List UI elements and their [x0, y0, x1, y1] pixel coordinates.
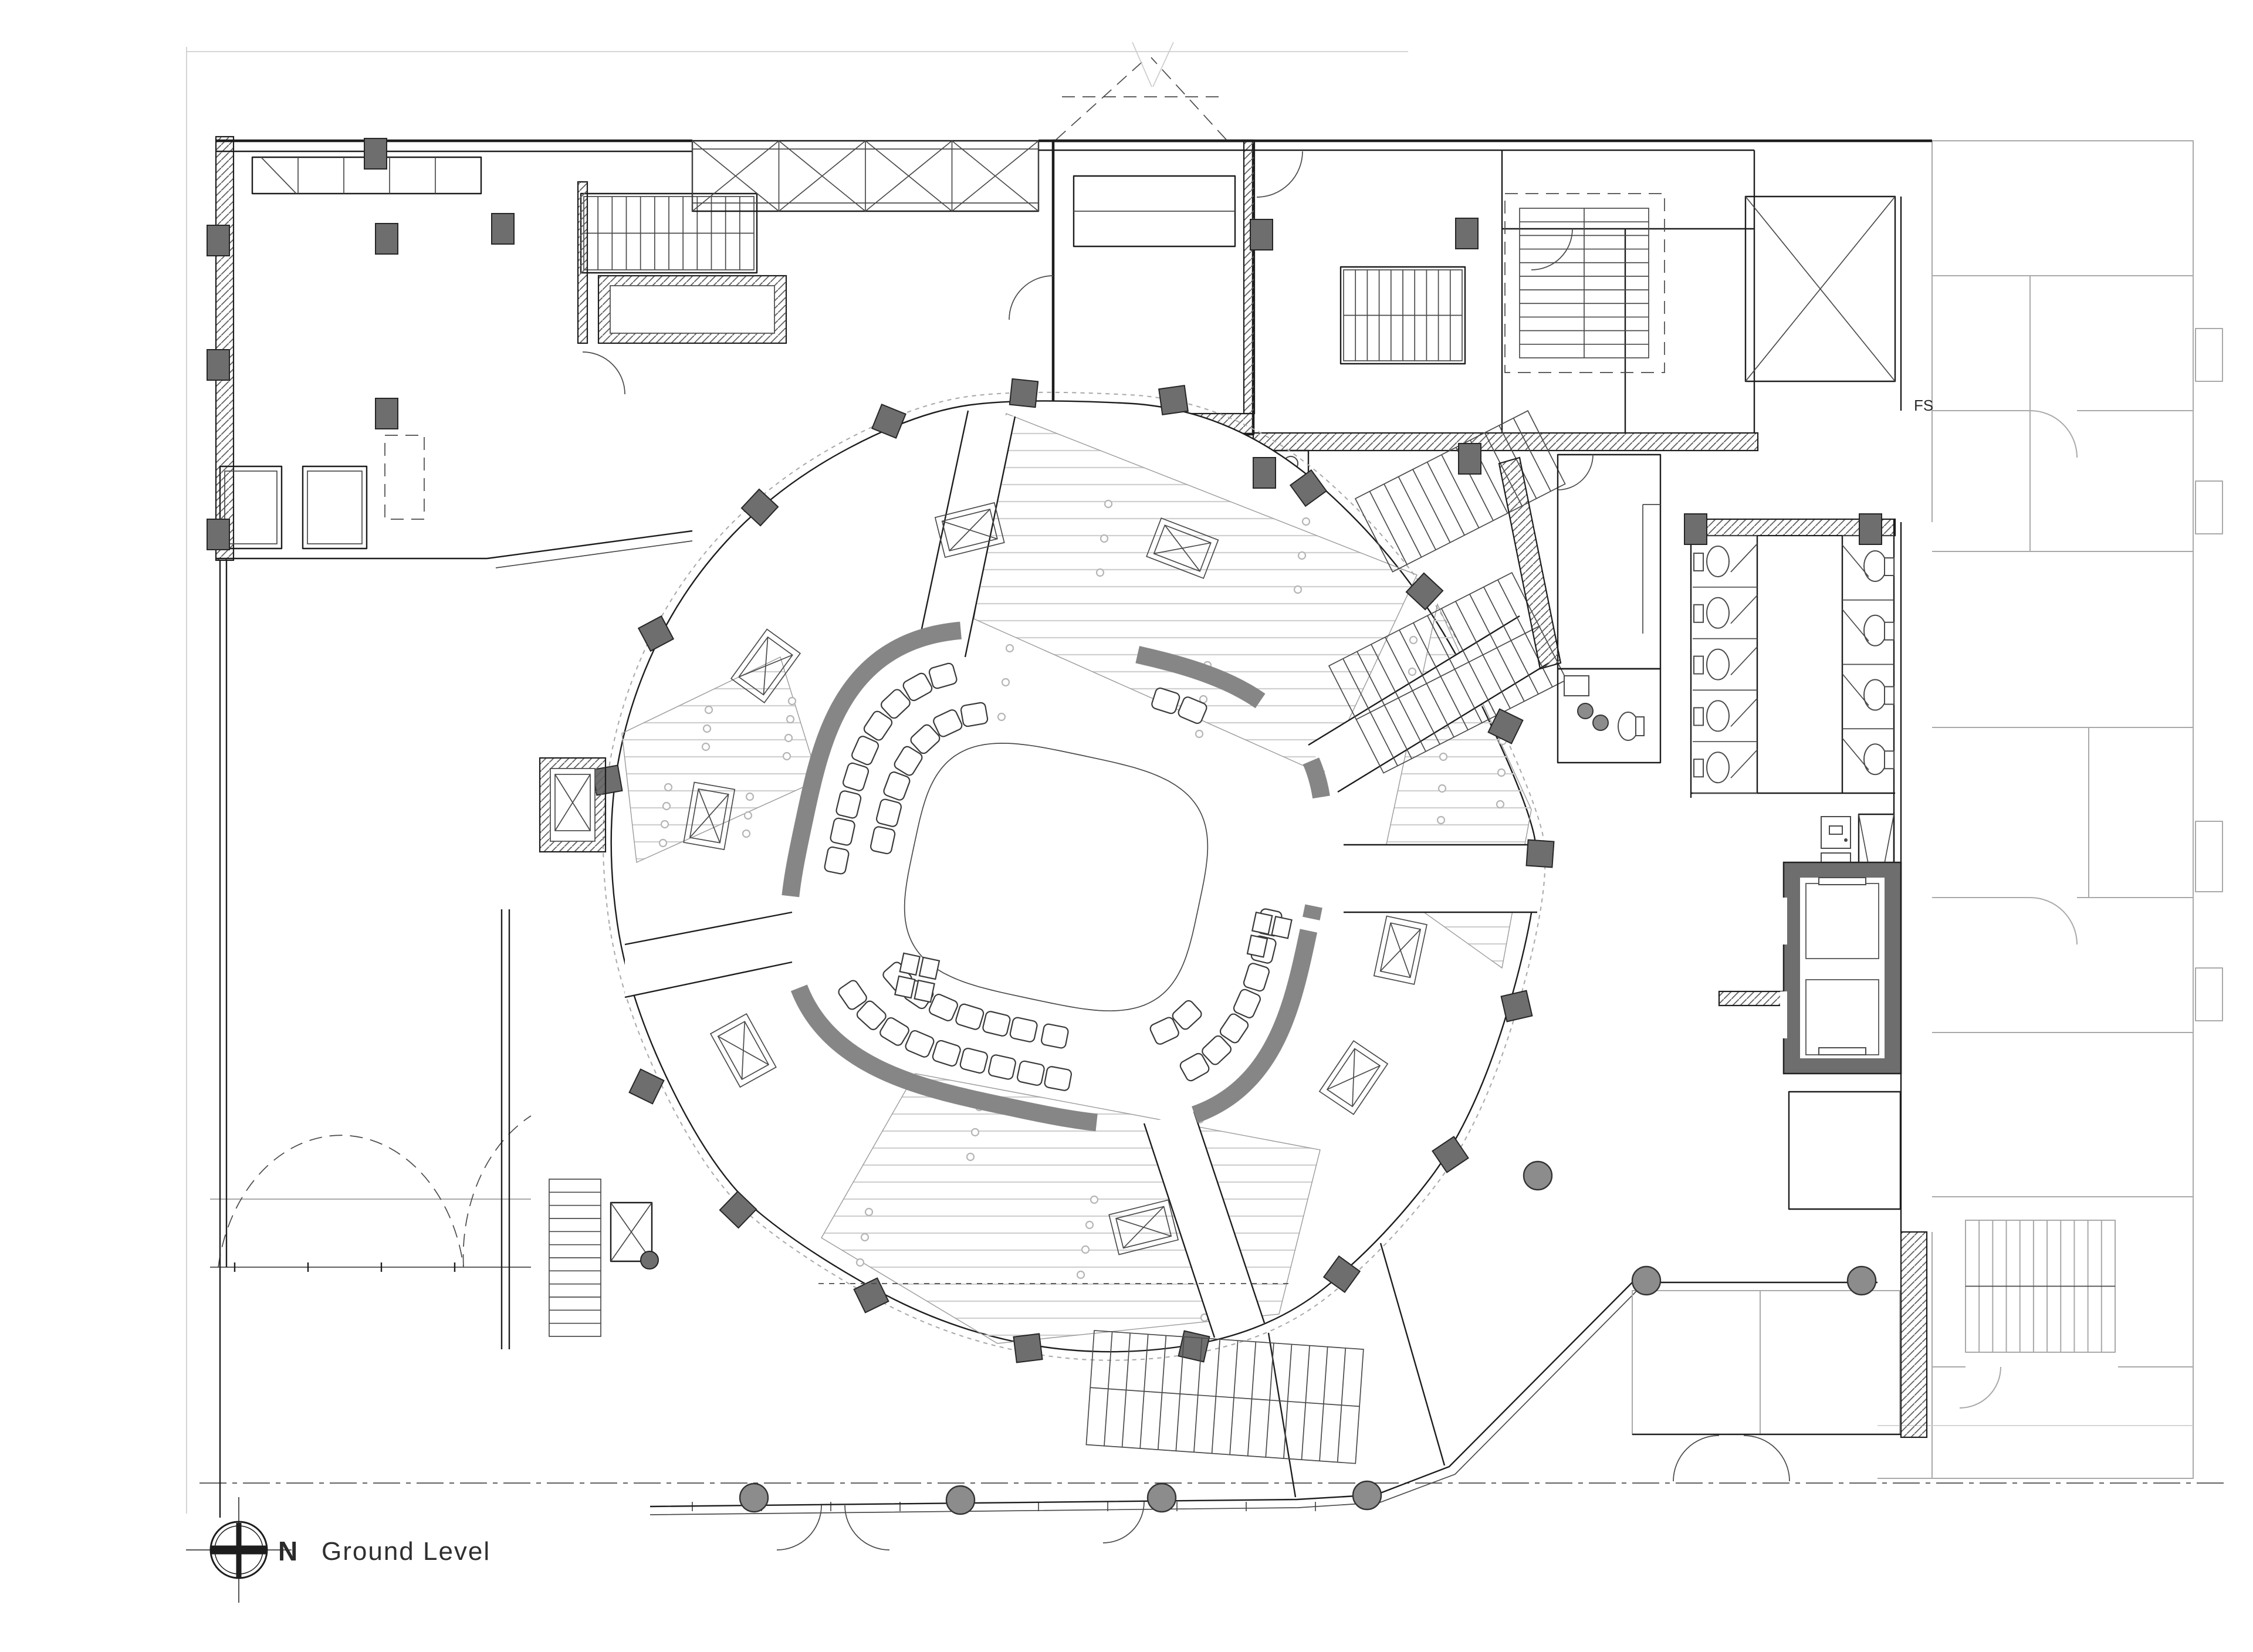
door-arc: [844, 1505, 890, 1551]
adjacent-building: [1877, 140, 2223, 1479]
arena-theatre-in-round: [539, 378, 1568, 1363]
south-lobby: [549, 1160, 1928, 1551]
door-arc: [1959, 1366, 2001, 1409]
site-context-lines: [186, 47, 2230, 1514]
southwest-stair: [549, 1179, 601, 1337]
loading-dock: [1009, 42, 1256, 436]
backstage-north-band: FS: [691, 42, 1933, 534]
door-arc: [2029, 897, 2078, 945]
door-arc: [2029, 410, 2078, 458]
accessible-wc: [1557, 668, 1662, 764]
door-arc: [1743, 1435, 1790, 1482]
context-stair: [1965, 1220, 2116, 1353]
stair-room: [1339, 266, 1466, 365]
platform: [219, 465, 283, 550]
southeast-vestibule: [1632, 1231, 1928, 1482]
door-arc: [1557, 454, 1594, 490]
door-arc: [582, 351, 625, 395]
elevator-door: [1780, 991, 1787, 1038]
floor-hatches: [683, 502, 1427, 1255]
northwest-wing: [215, 136, 787, 1518]
dashed-stair-outline: [1504, 193, 1665, 373]
dashed-equipment: [384, 435, 425, 520]
storefront-glazing: [649, 1281, 1877, 1508]
canopy-dashed: [1056, 42, 1227, 140]
storefront-columns: [739, 1160, 1877, 1515]
east-service-block: [1498, 453, 1902, 1232]
annotations: N Ground Level: [186, 1497, 490, 1603]
elevator-bank: [1780, 861, 1902, 1075]
wing-stair: [583, 196, 755, 270]
angled-wall: [1498, 456, 1562, 670]
table-clusters: [894, 911, 1293, 1003]
door-arc: [1531, 228, 1573, 270]
room: [1788, 1091, 1902, 1210]
door-arc: [1102, 1501, 1145, 1543]
west-lift: [539, 757, 607, 853]
southwest-shaft: [610, 1201, 659, 1270]
door-arc: [1256, 151, 1303, 198]
door-arc: [1673, 1435, 1720, 1482]
elevator-door: [1780, 898, 1787, 945]
tall-room: [1557, 453, 1662, 670]
door-arc: [776, 1505, 822, 1551]
page-title: Ground Level: [322, 1537, 490, 1566]
door-arc: [1009, 275, 1054, 320]
room-tag-fs: FS: [1914, 397, 1933, 414]
stage-floor-edge: [904, 743, 1209, 1011]
north-compass-icon: [186, 1497, 292, 1603]
scallop-door-swings: [218, 1115, 532, 1268]
shaft: [1744, 195, 1896, 382]
north-label: N: [278, 1536, 297, 1566]
structural-grid-columns: [207, 138, 1882, 550]
lobby-grand-stair: [1085, 1330, 1364, 1464]
platform: [302, 465, 368, 550]
corridor-wall: [1252, 432, 1759, 452]
seating-band: [782, 621, 1330, 1132]
vomitory-corridors: [624, 410, 1568, 1338]
